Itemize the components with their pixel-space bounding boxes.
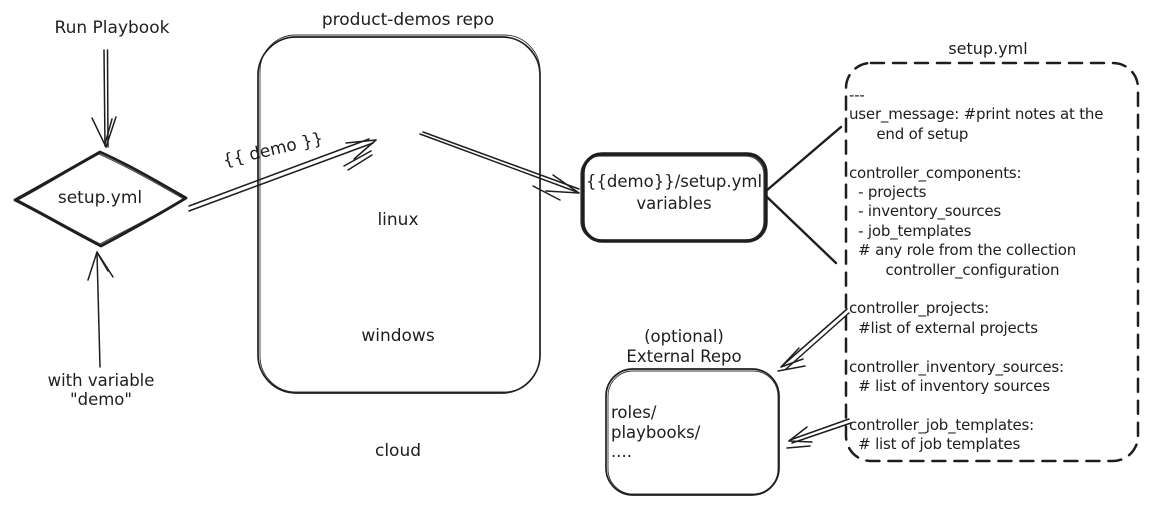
variables-box-label: {{demo}}/setup.yml variables: [585, 172, 763, 213]
setup-yml-dashed-box: [844, 61, 1140, 463]
linux-to-variables-arrow: [419, 131, 580, 201]
product-demos-repo-items: linux windows cloud network ...: [361, 124, 434, 505]
demo-arrow: [188, 138, 377, 212]
run-playbook-arrow: [91, 49, 117, 148]
decision-diamond-label: setup.yml: [57, 188, 143, 208]
setup-yml-title: setup.yml: [948, 39, 1028, 58]
decision-diamond-overdraw: [17, 153, 185, 245]
product-demos-repo-title: product-demos repo: [321, 10, 495, 30]
with-variable-note: with variable "demo": [47, 371, 155, 409]
projects-to-external-arrow: [777, 308, 850, 372]
run-playbook-label: Run Playbook: [54, 18, 170, 38]
with-variable-arrow: [87, 251, 114, 368]
external-repo-content: roles/ playbooks/ ....: [611, 403, 701, 461]
product-demos-repo-box-overdraw: [259, 34, 541, 393]
external-repo-box: [605, 368, 780, 496]
variables-box-overdraw: [580, 155, 765, 241]
external-repo-box-overdraw: [607, 370, 779, 495]
external-repo-title: (optional) External Repo: [626, 327, 742, 366]
job-templates-to-external-arrow: [786, 418, 852, 449]
decision-diamond-shape: [13, 150, 188, 248]
repo-item-windows: windows: [361, 325, 435, 346]
repo-item-cloud: cloud: [374, 441, 422, 461]
repo-item-linux: linux: [377, 210, 419, 230]
setup-yml-content: --- user_message: #print notes at the en…: [849, 86, 1104, 454]
variables-to-setupyml-lines: [764, 125, 843, 265]
